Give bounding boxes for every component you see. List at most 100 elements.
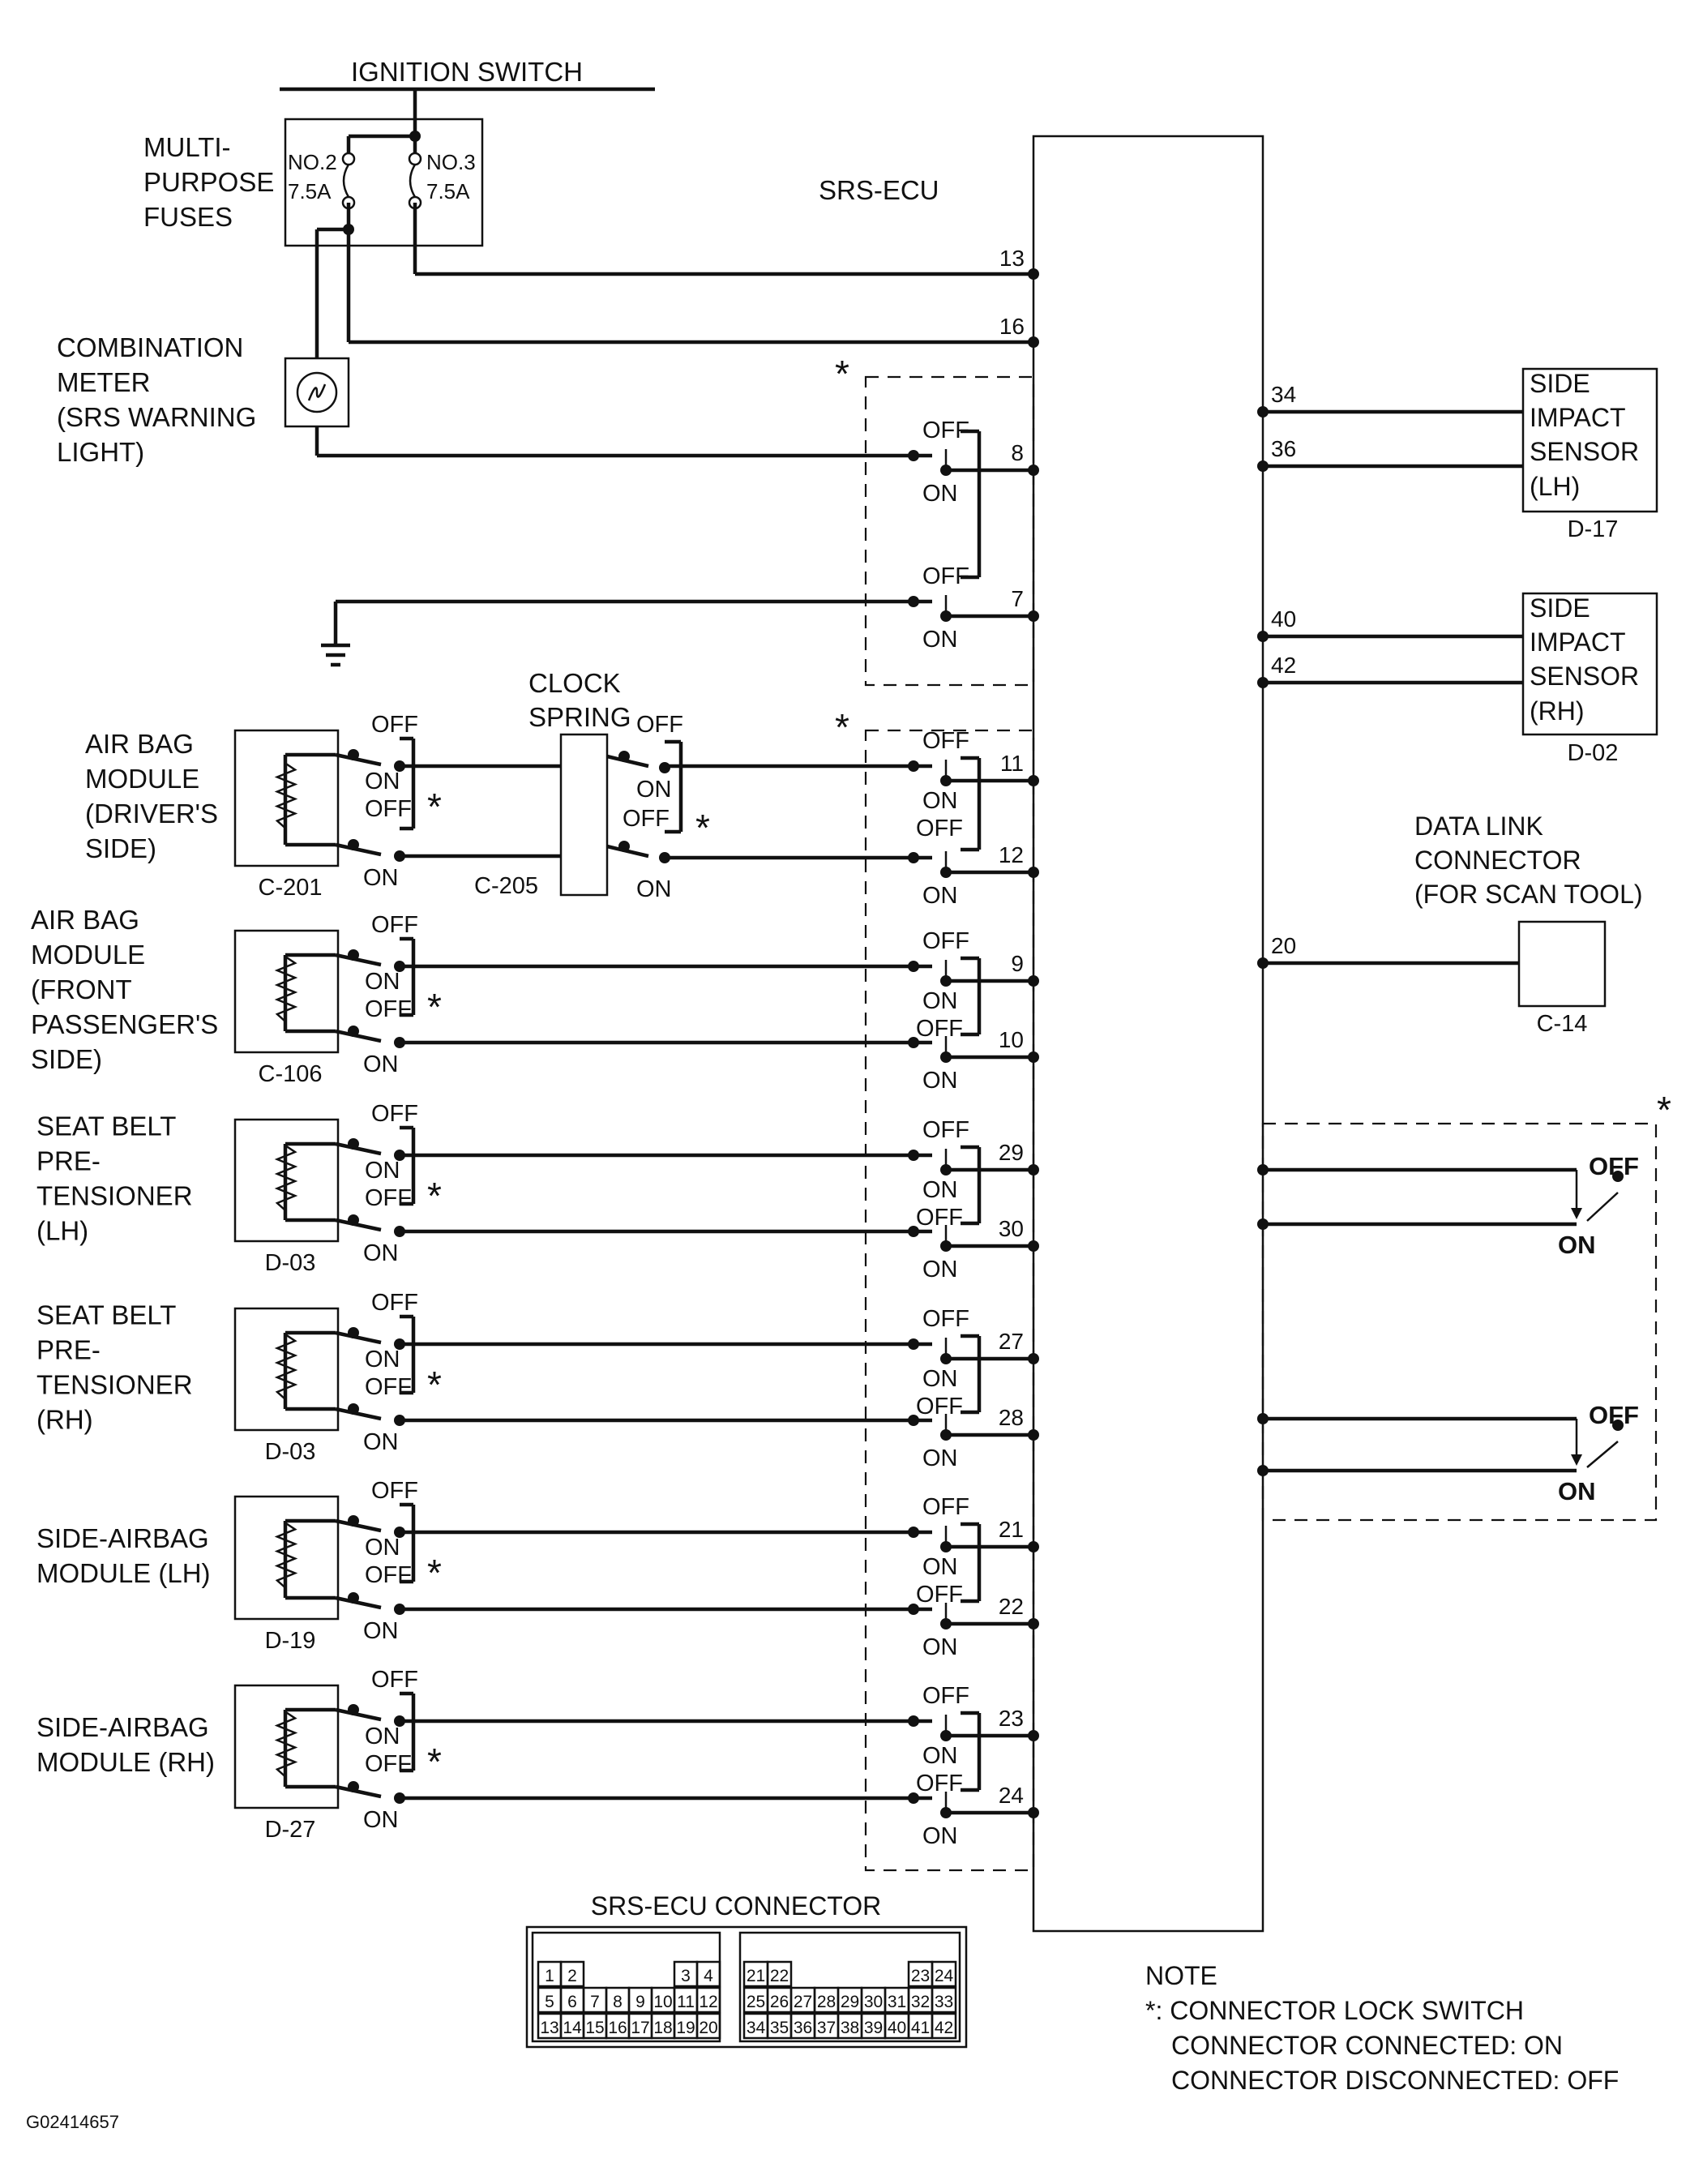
pin-label-22: 22 xyxy=(999,1594,1024,1619)
ecu-terminal-dot xyxy=(1028,268,1039,280)
module-label-line: PRE- xyxy=(36,1146,101,1176)
ecu-terminal-dot xyxy=(1257,406,1269,418)
module-label-line: (LH) xyxy=(36,1216,88,1246)
connector-title: SRS-ECU CONNECTOR xyxy=(591,1891,882,1921)
clock-spring-switch-blade xyxy=(606,754,649,769)
connector-pin-number: 38 xyxy=(841,2019,859,2037)
switch-off-label: OFF xyxy=(1589,1401,1639,1429)
ecu-terminal-dot xyxy=(1028,1618,1039,1629)
connector-pin-number: 20 xyxy=(699,2019,717,2037)
module-connector-label: C-106 xyxy=(259,1061,323,1087)
switch-contact xyxy=(908,961,919,972)
module-box xyxy=(233,1307,340,1432)
module-label-line: SIDE-AIRBAG xyxy=(36,1712,209,1742)
side-impact-sensor-lh-box xyxy=(1521,367,1658,513)
switch-off-label: OFF xyxy=(365,796,412,822)
switch-off-label: OFF xyxy=(365,996,412,1022)
switch-contact xyxy=(908,1604,919,1615)
switch-off-label: OFF xyxy=(365,1185,412,1211)
switch-off-label: OFF xyxy=(916,1771,963,1796)
ecu-terminal-dot xyxy=(1028,1353,1039,1364)
pin-label-20: 20 xyxy=(1271,933,1296,958)
switch-on-label: ON xyxy=(365,1158,400,1184)
switch-contact xyxy=(908,596,919,607)
note-line: CONNECTOR CONNECTED: ON xyxy=(1171,2031,1563,2060)
connector-cell xyxy=(695,1986,721,2014)
lamp-filament-icon xyxy=(307,383,327,401)
clock-spring-label-line: CLOCK xyxy=(528,668,621,698)
switch-on-label: ON xyxy=(365,969,400,995)
meter-label-line: COMBINATION xyxy=(57,332,243,362)
connector-pin-number: 26 xyxy=(770,1993,789,2011)
module-label-line: AIR BAG xyxy=(85,729,194,759)
module-connector-label: D-03 xyxy=(265,1250,316,1276)
module-label-line: MODULE xyxy=(85,764,199,794)
lock-switch-group xyxy=(864,375,1035,687)
ecu-terminal-dot xyxy=(1028,1807,1039,1818)
switch-contact xyxy=(908,1415,919,1426)
switch-on-label: ON xyxy=(922,1743,958,1769)
connector-cell xyxy=(931,1960,957,1988)
lock-switch-asterisk: * xyxy=(835,706,849,748)
pin-label-9: 9 xyxy=(1011,951,1024,976)
switch-on-label: ON xyxy=(363,1240,399,1266)
ecu-terminal-dot xyxy=(1257,1413,1269,1424)
connector-pin-number: 16 xyxy=(608,2019,627,2037)
connector-pin-number: 42 xyxy=(935,2019,953,2037)
switch-on-label: ON xyxy=(922,883,958,909)
switch-contact xyxy=(1612,1171,1624,1182)
switch-off-label: OFF xyxy=(636,712,683,738)
module-label-line: SIDE-AIRBAG xyxy=(36,1523,209,1553)
pin-label-21: 21 xyxy=(999,1517,1024,1542)
resistor-icon xyxy=(274,955,298,1022)
switch-off-label: OFF xyxy=(922,928,969,954)
lock-switch-asterisk: * xyxy=(427,1364,442,1406)
connector-pin-number: 41 xyxy=(911,2019,930,2037)
module-label-line: PASSENGER'S xyxy=(31,1009,218,1039)
switch-contact xyxy=(908,1226,919,1237)
clock-spring-switch-blade xyxy=(606,844,649,859)
switch-off-label: OFF xyxy=(365,1562,412,1588)
sensor-lh-connector: D-17 xyxy=(1568,516,1619,542)
connector-pin-number: 22 xyxy=(770,1967,789,1985)
note-line: CONNECTOR DISCONNECTED: OFF xyxy=(1171,2066,1619,2095)
connector-pin-number: 11 xyxy=(677,1993,695,2011)
switch-off-label: OFF xyxy=(371,712,418,738)
module-switch-blade xyxy=(335,1218,382,1232)
connector-cell xyxy=(931,2012,957,2040)
lock-switch-asterisk: * xyxy=(1657,1089,1671,1131)
srs-ecu-box xyxy=(1032,135,1264,1933)
pin-label-27: 27 xyxy=(999,1329,1024,1354)
connector-pin-number: 37 xyxy=(817,2019,836,2037)
ecu-terminal-dot xyxy=(1028,465,1039,476)
sensor-lh-label-line: SIDE xyxy=(1530,369,1590,398)
module-label-line: TENSIONER xyxy=(36,1370,193,1400)
fuse-no2-rating: 7.5A xyxy=(288,179,332,203)
clock-spring-connector-label: C-205 xyxy=(474,873,538,899)
ecu-terminal-dot xyxy=(1028,1541,1039,1552)
switch-off-label: OFF xyxy=(371,1290,418,1316)
module-label-line: MODULE xyxy=(31,940,145,970)
connector-pin-number: 33 xyxy=(935,1993,953,2011)
connector-pin-number: 28 xyxy=(817,1993,836,2011)
sensor-lh-label-line: (LH) xyxy=(1530,472,1580,501)
connector-pin-number: 39 xyxy=(864,2019,883,2037)
switch-off-label: OFF xyxy=(916,1394,963,1420)
connector-pin-number: 27 xyxy=(794,1993,812,2011)
ecu-terminal-dot xyxy=(1257,631,1269,642)
connector-pin-number: 35 xyxy=(770,2019,789,2037)
connector-pin-number: 7 xyxy=(590,1993,600,2011)
module-label-line: SEAT BELT xyxy=(36,1111,176,1141)
module-switch-blade xyxy=(335,953,382,967)
module-connector-label: C-201 xyxy=(259,875,323,901)
meter-label-line: METER xyxy=(57,367,151,397)
connector-cell xyxy=(766,1960,793,1988)
sensor-rh-label-line: IMPACT xyxy=(1530,627,1626,657)
switch-on-label: ON xyxy=(922,481,958,507)
module-switch-blade xyxy=(335,1029,382,1043)
connector-pin-number: 1 xyxy=(545,1967,554,1985)
switch-on-label: ON xyxy=(363,1051,399,1077)
switch-on-label: ON xyxy=(922,1068,958,1094)
switch-on-label: ON xyxy=(363,1618,399,1644)
switch-contact xyxy=(908,1338,919,1350)
